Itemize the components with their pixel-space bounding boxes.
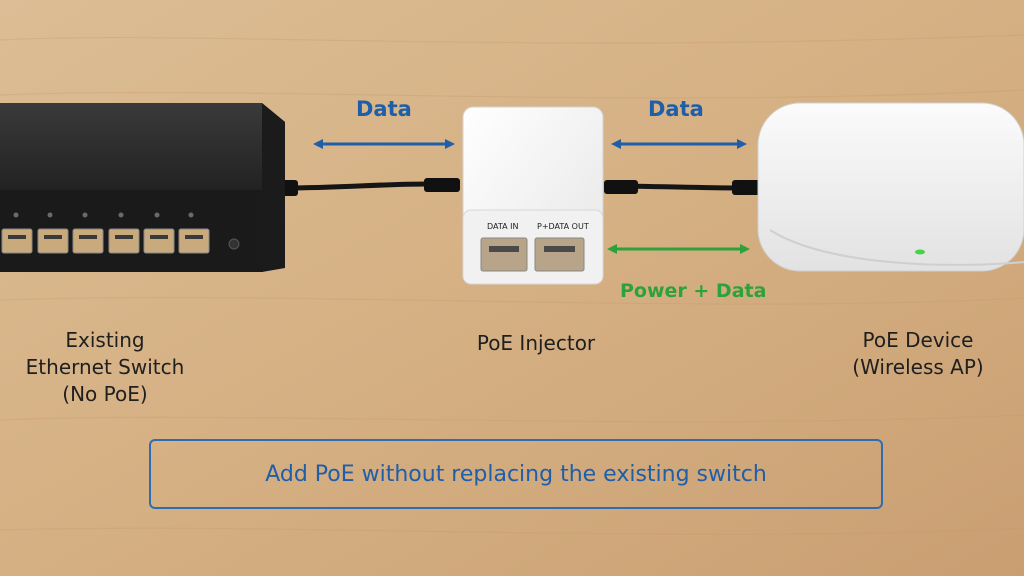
port-label-data-in: DATA IN bbox=[487, 222, 519, 231]
data-label-right: Data bbox=[648, 97, 704, 121]
ethernet-switch bbox=[0, 103, 285, 272]
switch-label: Existing Ethernet Switch (No PoE) bbox=[0, 327, 210, 408]
injector-port-data-in bbox=[480, 237, 528, 272]
ap-status-led bbox=[915, 249, 925, 255]
switch-power-jack bbox=[228, 238, 240, 250]
summary-banner-text: Add PoE without replacing the existing s… bbox=[265, 461, 767, 487]
wireless-access-point bbox=[757, 102, 1024, 272]
device-label-line-1: PoE Device bbox=[862, 328, 974, 352]
switch-label-line-2: Ethernet Switch bbox=[25, 355, 185, 379]
power-data-label: Power + Data bbox=[620, 280, 767, 302]
ethernet-cable-injector-to-ap bbox=[603, 180, 764, 195]
switch-label-line-1: Existing bbox=[65, 328, 145, 352]
port-label-power-data-out: P+DATA OUT bbox=[537, 222, 589, 231]
switch-status-leds bbox=[13, 212, 194, 218]
injector-label: PoE Injector bbox=[476, 331, 596, 355]
poe-injector bbox=[462, 106, 604, 285]
device-label: PoE Device (Wireless AP) bbox=[820, 327, 1016, 381]
switch-port-pins bbox=[8, 235, 203, 239]
injector-port-power-data-out bbox=[534, 237, 585, 272]
device-label-line-2: (Wireless AP) bbox=[852, 355, 984, 379]
switch-label-line-3: (No PoE) bbox=[62, 382, 148, 406]
summary-banner: Add PoE without replacing the existing s… bbox=[149, 439, 883, 509]
wood-grain bbox=[0, 34, 1024, 536]
data-label-left: Data bbox=[356, 97, 412, 121]
